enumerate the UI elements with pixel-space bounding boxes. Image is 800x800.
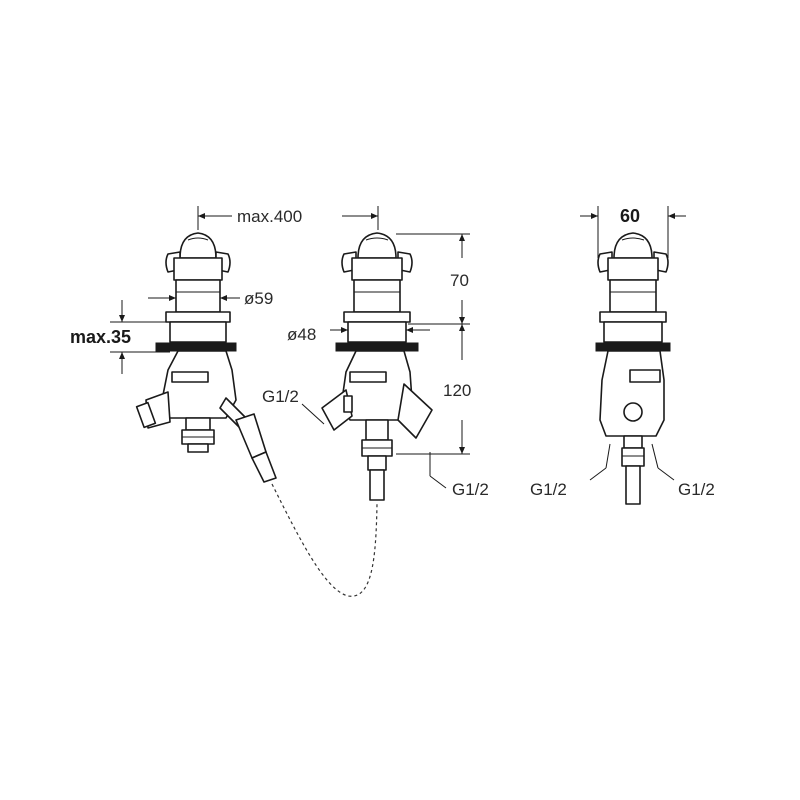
label-side-left-connection: G1/2 [530, 480, 567, 499]
callout-mid-right-g12: G1/2 [429, 452, 489, 499]
label-max-depth: max.35 [70, 327, 131, 347]
label-dia-48: ø48 [287, 325, 316, 344]
left-view-mixer [135, 232, 277, 483]
callout-side-left-g12: G1/2 [530, 443, 611, 499]
dim-width-60: 60 [580, 206, 686, 258]
label-mid-left-connection: G1/2 [262, 387, 299, 406]
label-max-width: max.400 [237, 207, 302, 226]
label-width-60: 60 [620, 206, 640, 226]
dim-height-70: 70 [396, 233, 470, 325]
flexible-hose-dashed [271, 483, 378, 597]
dim-height-120: 120 [396, 324, 471, 455]
dim-dia-48: ø48 [287, 325, 430, 344]
dim-max-depth: max.35 [70, 300, 170, 374]
label-height-70: 70 [450, 271, 469, 290]
right-view-mixer [595, 232, 671, 505]
label-side-right-connection: G1/2 [678, 480, 715, 499]
dim-max-width: max.400 [197, 206, 379, 230]
callout-side-right-g12: G1/2 [651, 443, 715, 499]
label-height-120: 120 [443, 381, 471, 400]
dim-dia-59: ø59 [148, 289, 273, 308]
middle-view-mixer [321, 232, 433, 501]
label-dia-59: ø59 [244, 289, 273, 308]
label-mid-right-connection: G1/2 [452, 480, 489, 499]
callout-mid-left-g12: G1/2 [262, 387, 325, 425]
